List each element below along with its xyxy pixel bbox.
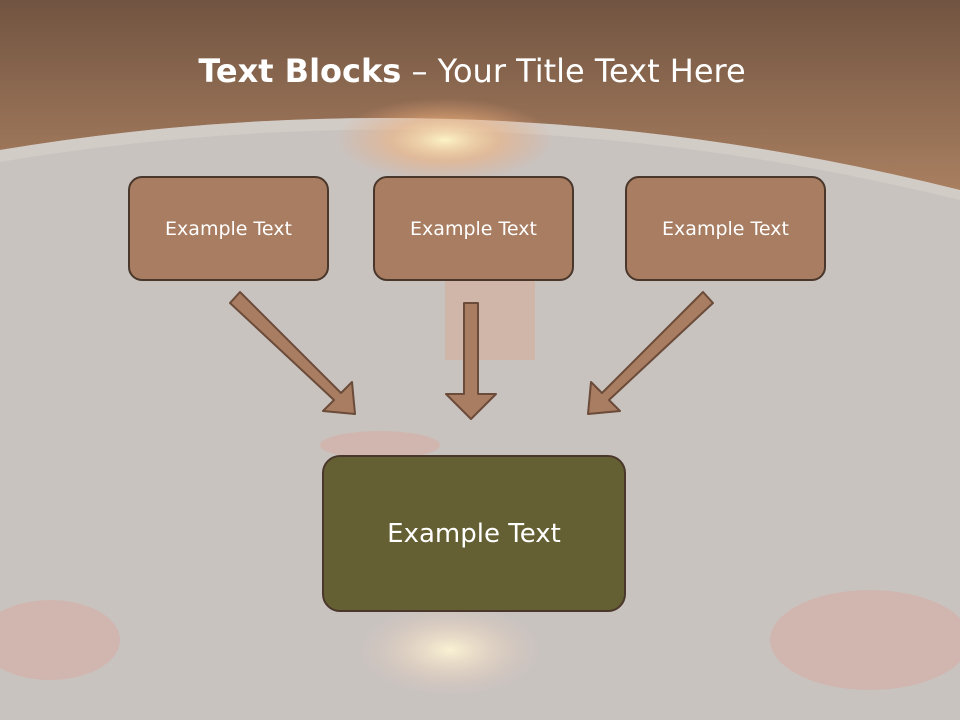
arrow-center-down [445, 302, 497, 420]
reflection-column [445, 280, 535, 360]
reflection-patch-right [770, 590, 960, 690]
text-block-left-label: Example Text [165, 217, 292, 240]
reflection-patch-mid [320, 431, 440, 459]
reflection-patch-left [0, 600, 120, 680]
text-block-bottom[interactable]: Example Text [322, 455, 626, 612]
text-block-right[interactable]: Example Text [625, 176, 826, 281]
text-block-bottom-label: Example Text [387, 518, 561, 549]
title-rest: – Your Title Text Here [401, 52, 746, 90]
sun-glow [335, 98, 555, 182]
text-block-right-label: Example Text [662, 217, 789, 240]
text-block-center-label: Example Text [410, 217, 537, 240]
arrow-left-diagonal [229, 291, 356, 415]
text-block-center[interactable]: Example Text [373, 176, 574, 281]
slide-title: Text Blocks – Your Title Text Here [0, 52, 944, 90]
text-block-left[interactable]: Example Text [128, 176, 329, 281]
reflection-sparkle [360, 605, 540, 695]
arrow-right-diagonal [587, 291, 714, 415]
title-bold: Text Blocks [198, 52, 402, 90]
header-arc-highlight [0, 118, 960, 200]
